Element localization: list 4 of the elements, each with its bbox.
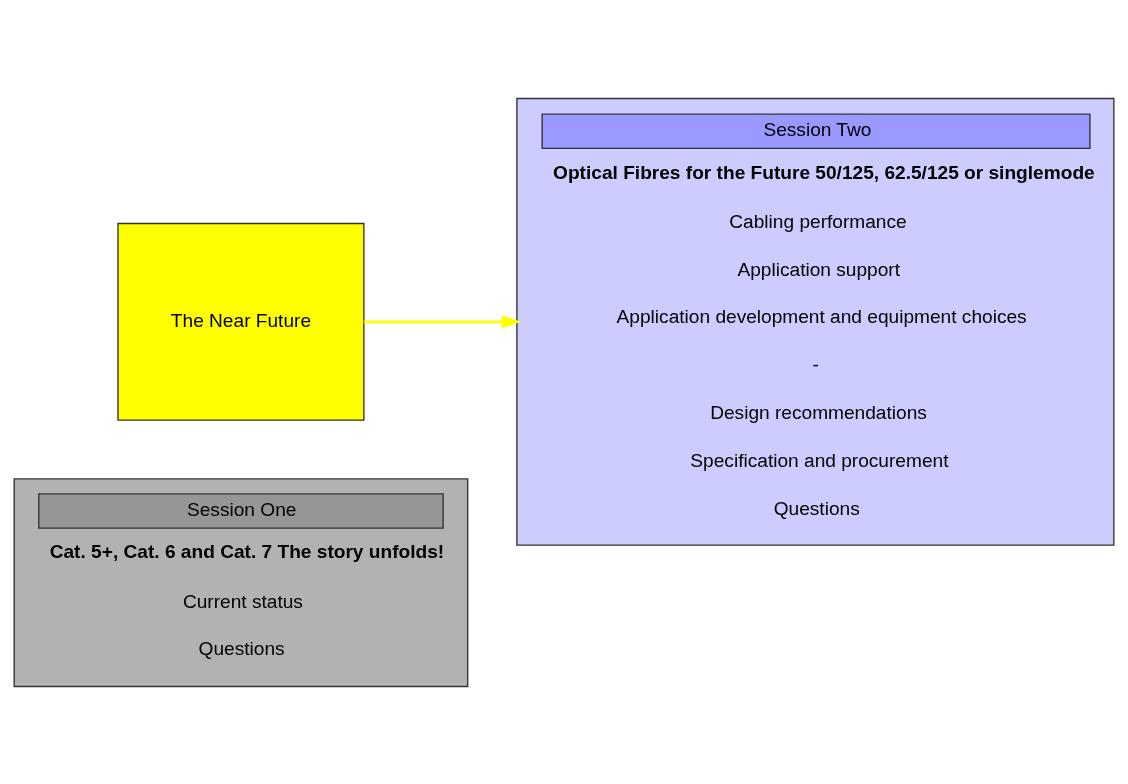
node-box: The Near Future [117, 222, 365, 421]
node-box: Session One Cat. 5+, Cat. 6 and Cat. 7 The story unfolds! Current status Questions [13, 477, 469, 687]
node-box: Session Two Optical Fibres for the Future 50/125, 62.5/125 or singlemode Cabling performance Application support Application development and equipment choices - Design recommendations Specification and procurement Questions [516, 97, 1115, 546]
arrow [363, 314, 521, 328]
